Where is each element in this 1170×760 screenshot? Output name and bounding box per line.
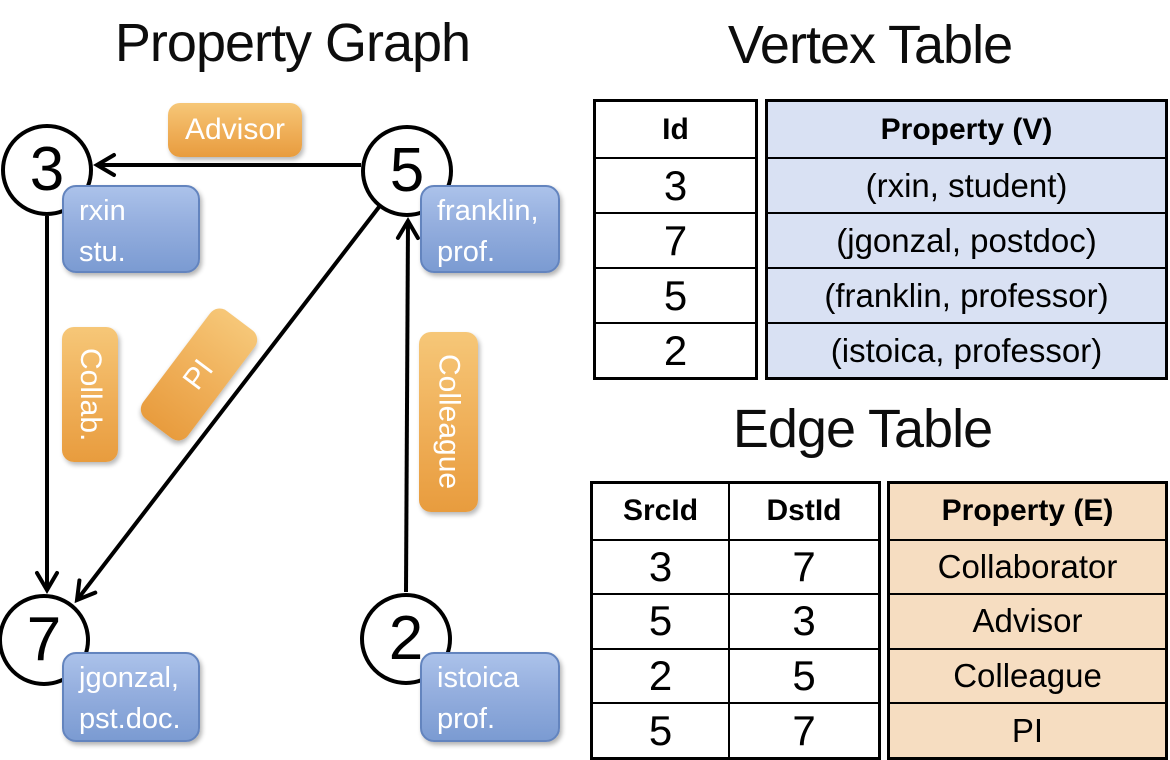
edge-table-src-header: SrcId xyxy=(622,494,699,528)
edge-src-cell: 3 xyxy=(648,542,673,590)
edge-property-cell: PI xyxy=(890,702,1165,757)
vertex-table-id-header: Id xyxy=(662,112,689,146)
vertex-property-line: pst.doc. xyxy=(79,703,181,735)
vertex-property-line: franklin, xyxy=(437,195,539,227)
table-row: SrcId DstId xyxy=(593,484,878,539)
edge-src-cell: 5 xyxy=(648,706,673,754)
vertex-property-cell: (franklin, professor) xyxy=(768,267,1165,322)
edge-dst-cell: 5 xyxy=(728,649,878,703)
edge-table-title: Edge Table xyxy=(732,399,993,459)
vertex-property-line: istoica xyxy=(437,662,520,694)
edge-property-cell: Advisor xyxy=(890,593,1165,648)
edge-table-id-columns: SrcId DstId 3 7 5 3 2 5 5 7 xyxy=(590,481,881,760)
vertex-table-property-column: Property (V) (rxin, student) (jgonzal, p… xyxy=(765,99,1168,380)
node-id: 2 xyxy=(388,604,424,673)
edge-dst-cell: 7 xyxy=(728,540,878,594)
graph-edges xyxy=(35,153,420,604)
edge-label-colleague: Colleague xyxy=(419,332,478,512)
edge-label-collaborator: Collab. xyxy=(62,327,118,462)
vertex-property-line: prof. xyxy=(437,703,496,735)
edge-dst-cell: 3 xyxy=(728,595,878,648)
vertex-property-cell: (rxin, student) xyxy=(768,157,1165,212)
vertex-property-box-2: istoica prof. xyxy=(420,652,560,742)
vertex-table-property-header: Property (V) xyxy=(880,112,1053,146)
edge-property-cell: Colleague xyxy=(890,647,1165,703)
vertex-id-cell: 7 xyxy=(596,212,755,267)
edge-table-dst-header: DstId xyxy=(728,484,878,539)
edge-label-text: Advisor xyxy=(184,113,286,146)
edge-pi-5-to-7 xyxy=(74,205,381,604)
vertex-property-line: prof. xyxy=(437,236,496,268)
vertex-property-box-7: jgonzal, pst.doc. xyxy=(62,652,200,742)
edge-colleague-2-to-5 xyxy=(395,217,420,593)
node-id: 5 xyxy=(389,136,425,205)
edge-label-text: Collab. xyxy=(74,347,107,442)
vertex-property-line: jgonzal, xyxy=(79,662,179,694)
vertex-property-line: rxin xyxy=(79,195,126,227)
edge-dst-cell: 7 xyxy=(728,704,878,757)
vertex-table-title: Vertex Table xyxy=(727,15,1013,75)
edge-table-property-header: Property (E) xyxy=(941,494,1114,528)
vertex-property-box-5: franklin, prof. xyxy=(420,185,560,273)
graph-title: Property Graph xyxy=(114,13,471,73)
edge-table-property-column: Property (E) Collaborator Advisor Collea… xyxy=(887,481,1168,760)
edge-property-cell: Collaborator xyxy=(890,538,1165,594)
table-row: 5 3 xyxy=(593,593,878,648)
node-id: 7 xyxy=(26,605,62,674)
vertex-property-box-3: rxin stu. xyxy=(62,185,200,273)
vertex-id-cell: 5 xyxy=(596,267,755,322)
vertex-property-line: stu. xyxy=(79,236,126,268)
vertex-id-cell: 2 xyxy=(596,322,755,377)
edge-label-advisor: Advisor xyxy=(168,103,302,157)
vertex-property-cell: (istoica, professor) xyxy=(768,322,1165,377)
edge-label-text: Colleague xyxy=(432,354,466,490)
table-row: 3 7 xyxy=(593,538,878,594)
edge-label-text: PI xyxy=(176,352,221,396)
vertex-property-cell: (jgonzal, postdoc) xyxy=(768,212,1165,267)
graph-node-5: 5 xyxy=(361,125,453,217)
graph-node-3: 3 xyxy=(1,124,93,216)
table-row: 5 7 xyxy=(593,702,878,757)
vertex-id-cell: 3 xyxy=(596,157,755,212)
edge-src-cell: 5 xyxy=(648,597,673,645)
table-row: 2 5 xyxy=(593,647,878,703)
node-id: 3 xyxy=(29,135,65,204)
vertex-table-id-column: Id 3 7 5 2 xyxy=(593,99,758,380)
edge-src-cell: 2 xyxy=(648,652,673,700)
